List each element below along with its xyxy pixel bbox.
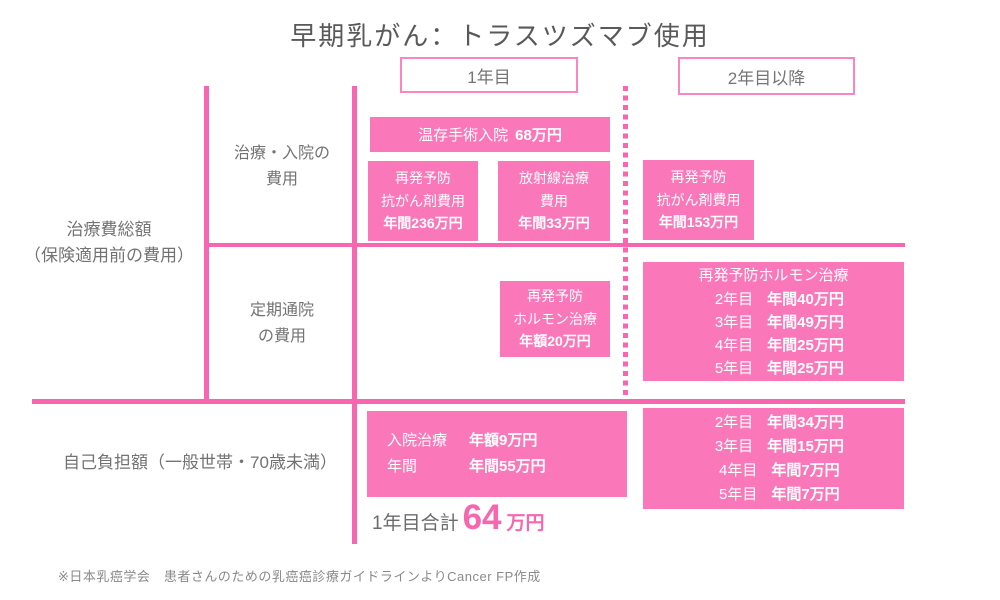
selfpay-year2-row-value: 年間7万円 bbox=[771, 485, 840, 503]
cost-box-selfpay-year1: 入院治療 年額9万円 年間 年間55万円 bbox=[367, 411, 627, 497]
label-total-cost-line2: （保険適用前の費用） bbox=[24, 246, 194, 266]
selfpay-year2-row-value: 年間7万円 bbox=[771, 461, 840, 479]
label-regular-visits-line2: の費用 bbox=[257, 328, 306, 346]
surgery-label: 温存手術入院 bbox=[418, 127, 509, 144]
year1-total-amount: 64 bbox=[462, 498, 502, 537]
selfpay-year1-row-value: 年間55万円 bbox=[469, 458, 546, 475]
chemo-year1-line2: 抗がん剤費用 bbox=[381, 192, 465, 209]
hormone-year2-row-year: 4年目 bbox=[714, 337, 754, 354]
column-header-year2-label: 2年目以降 bbox=[727, 68, 806, 88]
hormone-year2-row: 2年目 年間40万円 bbox=[703, 288, 844, 311]
label-self-pay: 自己負担額（一般世帯・70歳未満） bbox=[63, 453, 337, 472]
hormone-year2-row-year: 3年目 bbox=[714, 314, 754, 331]
column-header-year2-plus: 2年目以降 bbox=[678, 57, 855, 95]
cost-box-selfpay-year2: 2年目 年間34万円 3年目 年間15万円 4年目 年間7万円 5年目 年間7万… bbox=[643, 408, 904, 509]
cost-box-hormone-year2: 再発予防ホルモン治療 2年目 年間40万円 3年目 年間49万円 4年目 年間2… bbox=[643, 262, 904, 381]
label-total-cost: 治療費総額 （保険適用前の費用） bbox=[13, 217, 205, 270]
hormone-year2-row: 3年目 年間49万円 bbox=[703, 311, 844, 334]
surgery-value: 68万円 bbox=[515, 127, 562, 144]
chemo-year2-line1: 再発予防 bbox=[670, 169, 727, 186]
selfpay-year1-rows: 入院治療 年額9万円 年間 年間55万円 bbox=[387, 428, 546, 480]
selfpay-year2-row-year: 2年目 bbox=[714, 413, 754, 431]
radiation-line1: 放射線治療 bbox=[519, 170, 589, 187]
cost-box-chemo-year2: 再発予防 抗がん剤費用 年間153万円 bbox=[643, 160, 754, 240]
selfpay-year2-row-year: 4年目 bbox=[718, 461, 758, 479]
chemo-year2-value: 年間153万円 bbox=[658, 214, 739, 231]
hormone-year1-line2: ホルモン治療 bbox=[513, 310, 597, 327]
selfpay-year2-row-value: 年間15万円 bbox=[767, 437, 844, 455]
radiation-value: 年間33万円 bbox=[518, 215, 590, 232]
hormone-year2-row-year: 2年目 bbox=[714, 291, 754, 308]
hormone-year2-row-value: 年間40万円 bbox=[767, 291, 844, 308]
hormone-year2-row-value: 年間25万円 bbox=[767, 337, 844, 354]
year1-total-unit: 万円 bbox=[506, 513, 545, 534]
label-total-cost-line1: 治療費総額 bbox=[66, 220, 152, 239]
hormone-year2-row-year: 5年目 bbox=[714, 360, 754, 377]
chemo-year1-value: 年間236万円 bbox=[383, 215, 463, 232]
column-header-year1: 1年目 bbox=[400, 57, 578, 93]
selfpay-year2-row-year: 3年目 bbox=[714, 437, 754, 455]
selfpay-year2-row: 5年目 年間7万円 bbox=[707, 483, 840, 507]
cost-box-hormone-year1: 再発予防 ホルモン治療 年額20万円 bbox=[500, 281, 610, 357]
selfpay-year2-row-value: 年間34万円 bbox=[767, 413, 844, 431]
page-title: 早期乳がん：トラスツズマブ使用 bbox=[290, 21, 710, 51]
selfpay-year1-row-label: 入院治療 bbox=[387, 432, 448, 449]
cost-box-chemo-year1: 再発予防 抗がん剤費用 年間236万円 bbox=[368, 161, 478, 241]
column-header-year1-label: 1年目 bbox=[467, 67, 511, 87]
radiation-line2: 費用 bbox=[540, 192, 568, 209]
selfpay-year1-row-label: 年間 bbox=[387, 458, 418, 475]
year1-total-label: 1年目合計 bbox=[372, 513, 459, 534]
year1-total: 1年目合計 64 万円 bbox=[372, 498, 545, 538]
chemo-year2-line2: 抗がん剤費用 bbox=[656, 191, 741, 208]
label-treatment-hospital-line2: 費用 bbox=[265, 171, 298, 189]
cost-box-surgery: 温存手術入院 68万円 bbox=[370, 117, 610, 152]
label-treatment-hospital-line1: 治療・入院の bbox=[233, 145, 330, 162]
hormone-year2-row-value: 年間25万円 bbox=[767, 360, 844, 377]
selfpay-year2-row-year: 5年目 bbox=[718, 485, 758, 503]
selfpay-year1-row-value: 年額9万円 bbox=[469, 432, 538, 449]
horizontal-divider-rows bbox=[204, 243, 905, 247]
label-treatment-hospital: 治療・入院の 費用 bbox=[218, 141, 346, 194]
vertical-divider-main bbox=[352, 86, 357, 544]
hormone-year2-title: 再発予防ホルモン治療 bbox=[698, 267, 849, 284]
cost-box-radiation: 放射線治療 費用 年間33万円 bbox=[498, 161, 610, 241]
hormone-year1-value: 年額20万円 bbox=[519, 333, 591, 350]
chemo-year1-line1: 再発予防 bbox=[395, 170, 451, 187]
hormone-year2-row: 4年目 年間25万円 bbox=[703, 334, 844, 357]
selfpay-year2-row: 4年目 年間7万円 bbox=[707, 459, 840, 483]
label-regular-visits: 定期通院 の費用 bbox=[218, 298, 346, 351]
source-footnote: ※日本乳癌学会 患者さんのための乳癌癌診療ガイドラインよりCancer FP作成 bbox=[58, 569, 541, 584]
selfpay-year2-row: 3年目 年間15万円 bbox=[703, 435, 844, 459]
horizontal-divider-selfpay bbox=[32, 399, 905, 404]
label-regular-visits-line1: 定期通院 bbox=[249, 302, 314, 319]
hormone-year2-row-value: 年間49万円 bbox=[767, 314, 844, 331]
selfpay-year2-row: 2年目 年間34万円 bbox=[703, 411, 844, 435]
hormone-year1-line1: 再発予防 bbox=[527, 288, 583, 305]
hormone-year2-row: 5年目 年間25万円 bbox=[703, 357, 844, 380]
